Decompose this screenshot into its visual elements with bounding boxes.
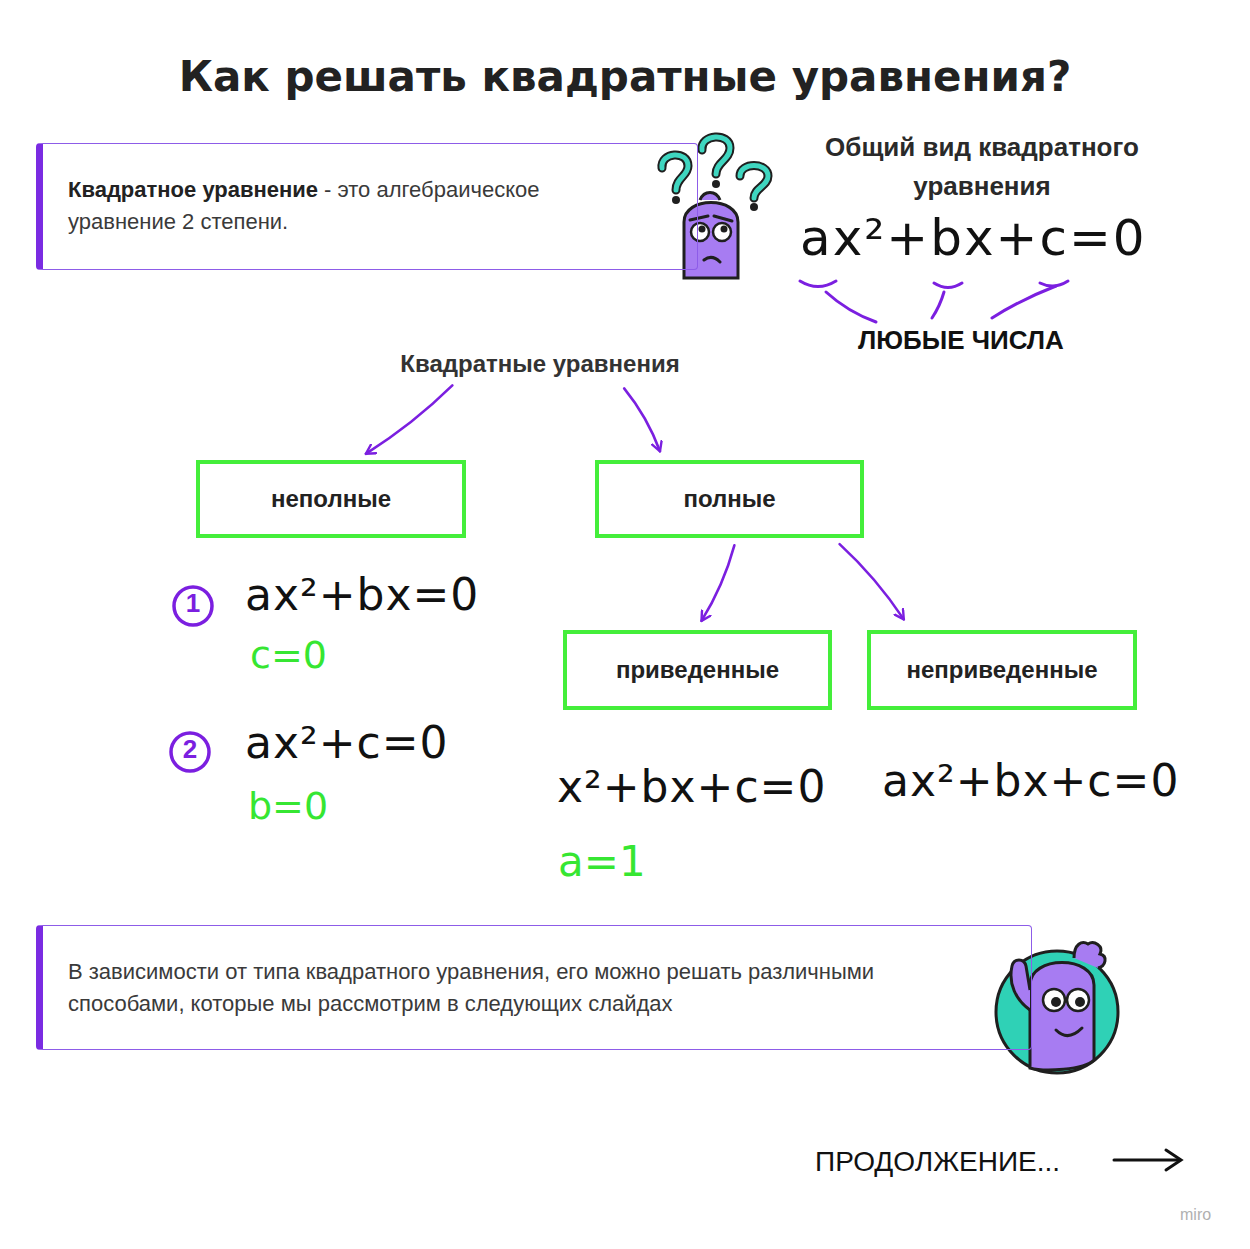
category-heading: Квадратные уравнения	[400, 350, 679, 378]
formula: ax²+c=0	[245, 718, 449, 769]
puzzled-mascot	[662, 137, 768, 278]
callout-text: В зависимости от типа квадратного уравне…	[68, 956, 978, 1020]
condition: a=1	[558, 838, 646, 886]
formula: x²+bx+c=0	[557, 762, 826, 813]
section-heading: Общий вид квадратного уравнения	[792, 128, 1172, 206]
box-label: приведенные	[616, 656, 779, 684]
connector-arrow	[840, 544, 904, 619]
category-box: приведенные	[563, 630, 832, 710]
leader-lines	[800, 281, 1068, 322]
connector-arrow	[366, 385, 453, 453]
page-title: Как решать квадратные уравнения?	[0, 52, 1250, 101]
term: Квадратное уравнение	[68, 177, 318, 202]
box-label: неполные	[271, 485, 391, 513]
watermark: miro	[1180, 1206, 1211, 1224]
callout-number: 1	[173, 589, 213, 619]
category-box: неприведенные	[867, 630, 1137, 710]
callout-circle	[171, 733, 209, 771]
condition: b=0	[248, 785, 328, 829]
box-label: полные	[683, 485, 775, 513]
condition: c=0	[250, 634, 327, 678]
callout-number: 2	[170, 735, 210, 765]
formula: ax²+bx+c=0	[882, 756, 1179, 807]
connector-arrow	[701, 545, 734, 620]
note-label: ЛЮБЫЕ ЧИСЛА	[858, 326, 1064, 356]
continue-label: ПРОДОЛЖЕНИЕ...	[815, 1146, 1060, 1178]
callout-text: Квадратное уравнение- это алгебраическое…	[68, 174, 648, 238]
category-box: полные	[595, 460, 864, 538]
general-formula: ax²+bx+c=0	[800, 210, 1147, 268]
callout-box: Квадратное уравнение- это алгебраическое…	[36, 143, 698, 270]
waving-mascot	[996, 943, 1118, 1073]
category-box: неполные	[196, 460, 466, 538]
continue-arrow	[1114, 1150, 1181, 1170]
callout-circle	[174, 587, 212, 625]
connector-arrow	[624, 388, 660, 451]
box-label: неприведенные	[907, 656, 1098, 684]
callout-box: В зависимости от типа квадратного уравне…	[36, 925, 1032, 1050]
definition: В зависимости от типа квадратного уравне…	[68, 959, 874, 1016]
box-label: Квадратные уравнения	[400, 350, 679, 378]
formula: ax²+bx=0	[245, 570, 479, 621]
